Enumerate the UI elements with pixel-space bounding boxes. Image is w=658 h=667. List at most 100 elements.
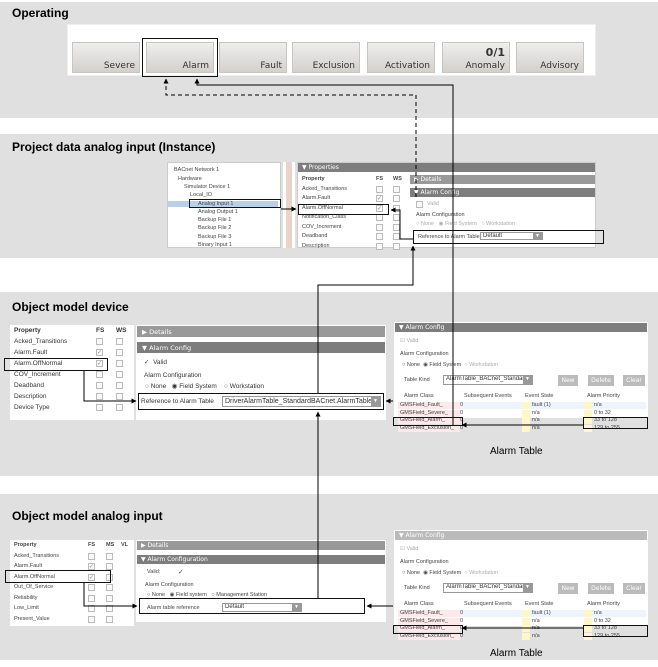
property-row[interactable]: Notification_Class [302, 214, 347, 220]
tree-item[interactable]: Backup File 3 [198, 234, 231, 240]
radio-none[interactable]: None [150, 383, 167, 390]
property-row[interactable]: Device Type [14, 404, 50, 411]
button-severe[interactable]: Severe [72, 42, 140, 73]
tree-item[interactable]: BACnet Network 1 [174, 167, 219, 173]
radio-workstation[interactable]: Workstation [469, 570, 499, 576]
property-row[interactable]: Description [14, 393, 47, 400]
radio-none[interactable]: None [151, 592, 166, 598]
valid-checkbox[interactable]: ✓ [178, 569, 184, 576]
property-row[interactable]: Alarm.Fault [14, 563, 43, 569]
radio-workstation[interactable]: Workstation [486, 221, 516, 227]
tree-item[interactable]: Local_IO [190, 192, 212, 198]
valid-checkbox[interactable]: ✓ Valid [144, 359, 168, 366]
ws-checkbox[interactable] [106, 584, 113, 591]
ws-checkbox[interactable] [116, 371, 123, 378]
button-activation[interactable]: Activation [367, 42, 435, 73]
ws-checkbox[interactable] [116, 393, 123, 400]
radio-group[interactable]: ○ None ◉ Field system ○ Management Stati… [147, 592, 268, 598]
fs-checkbox[interactable] [96, 393, 103, 400]
new-button[interactable]: New [558, 583, 578, 594]
ws-checkbox[interactable] [393, 185, 400, 193]
ref-select[interactable]: DriverAlarmTable_StandardBACnet.AlarmTab… [222, 396, 381, 407]
ws-checkbox[interactable] [106, 573, 113, 581]
delete-button[interactable]: Delete [588, 583, 614, 594]
fs-checkbox[interactable] [96, 382, 103, 389]
radio-group[interactable]: ○ None ◉ Field System ○ Workstation [145, 383, 264, 390]
property-row[interactable]: COV_Increment [14, 371, 61, 378]
tree-item[interactable]: Field Networks [172, 163, 208, 165]
radio-workstation[interactable]: Workstation [469, 362, 499, 368]
property-row[interactable]: Description [302, 242, 330, 249]
tree-item[interactable]: Analog Input 1 [168, 200, 278, 207]
ws-checkbox[interactable] [393, 195, 400, 202]
fs-checkbox[interactable] [88, 584, 95, 591]
alarm-config-header[interactable]: ▼ Alarm Config [410, 188, 595, 197]
fs-checkbox[interactable]: ✓ [88, 563, 95, 570]
ws-checkbox[interactable] [116, 382, 123, 389]
ws-checkbox[interactable] [106, 563, 113, 570]
property-row[interactable]: Present_Value [14, 615, 50, 622]
table-kind-select[interactable]: AlarmTable_BACnet_Standard▼ [443, 375, 533, 385]
details-header[interactable]: ▶ Details [137, 326, 385, 337]
splitter[interactable] [283, 162, 295, 248]
valid-checkbox[interactable] [416, 201, 423, 208]
ws-checkbox[interactable] [393, 242, 400, 250]
alarm-configuration-header[interactable]: ▼ Alarm Configuration [137, 555, 385, 564]
ws-checkbox[interactable] [106, 552, 113, 560]
property-row[interactable]: COV_Increment [302, 223, 342, 230]
property-row[interactable]: Deadband [302, 233, 328, 239]
tree-item[interactable]: Simulator Device 1 [184, 184, 230, 190]
ws-checkbox[interactable] [116, 360, 123, 367]
radio-group[interactable]: ○ None ◉ Field System ○ Workstation [402, 570, 499, 576]
fs-checkbox[interactable] [88, 615, 95, 623]
ws-checkbox[interactable] [106, 615, 113, 623]
fs-checkbox[interactable]: ✓ [376, 195, 383, 202]
fs-checkbox[interactable] [96, 404, 103, 411]
radio-none[interactable]: None [420, 221, 435, 227]
new-button[interactable]: New [558, 375, 578, 386]
details-header[interactable]: ▶ Details [137, 541, 385, 550]
tree-item[interactable]: Analog Output 1 [198, 209, 238, 215]
alarm-config-header[interactable]: ▼ Alarm Config [137, 342, 385, 353]
property-row[interactable]: Reliability [14, 594, 38, 601]
fs-checkbox[interactable] [88, 594, 95, 602]
property-row[interactable]: Low_Limit [14, 605, 39, 611]
tree-item[interactable]: Backup File 1 [198, 217, 231, 223]
properties-header[interactable]: ▼ Properties [298, 163, 595, 172]
radio-none[interactable]: None [406, 570, 421, 576]
property-row[interactable]: Alarm.OffNormal [14, 573, 55, 580]
tree-item[interactable]: Hardware [178, 176, 202, 182]
valid-checkbox[interactable]: ☑ Valid [400, 338, 419, 344]
fs-checkbox[interactable]: ✓ [88, 573, 95, 581]
fs-checkbox[interactable] [376, 223, 383, 231]
clear-button[interactable]: Clear [623, 375, 645, 386]
button-fault[interactable]: Fault [219, 42, 287, 73]
radio-field-system[interactable]: Field System [429, 362, 462, 368]
property-row[interactable]: Acked_Transitions [302, 185, 348, 192]
radio-management-station[interactable]: Management Station [216, 592, 268, 598]
ws-checkbox[interactable] [116, 404, 123, 411]
ws-checkbox[interactable] [116, 338, 123, 345]
property-row[interactable]: Alarm.OffNormal [302, 204, 343, 211]
property-row[interactable]: Alarm.OffNormal [14, 360, 63, 367]
radio-workstation[interactable]: Workstation [229, 383, 264, 390]
radio-group[interactable]: ○ None ◉ Field System ○ Workstation [416, 221, 516, 227]
clear-button[interactable]: Clear [623, 583, 645, 594]
tree-item[interactable]: Binary Input 1 [198, 242, 232, 247]
radio-group[interactable]: ○ None ◉ Field System ○ Workstation [402, 362, 499, 368]
delete-button[interactable]: Delete [588, 375, 614, 386]
property-row[interactable]: Acked_Transitions [14, 552, 60, 559]
fs-checkbox[interactable] [376, 233, 383, 240]
radio-none[interactable]: None [406, 362, 421, 368]
property-row[interactable]: Out_Of_Service [14, 584, 54, 590]
valid-checkbox[interactable]: ☑ Valid [400, 546, 419, 552]
button-alarm[interactable]: Alarm [146, 42, 214, 73]
property-row[interactable]: Deadband [14, 382, 44, 389]
property-row[interactable]: Acked_Transitions [14, 338, 68, 345]
ws-checkbox[interactable] [116, 349, 123, 356]
radio-field-system[interactable]: Field System [179, 383, 217, 390]
fs-checkbox[interactable]: ✓ [96, 349, 103, 356]
fs-checkbox[interactable] [376, 185, 383, 193]
tree-item[interactable]: Backup File 2 [198, 225, 231, 231]
